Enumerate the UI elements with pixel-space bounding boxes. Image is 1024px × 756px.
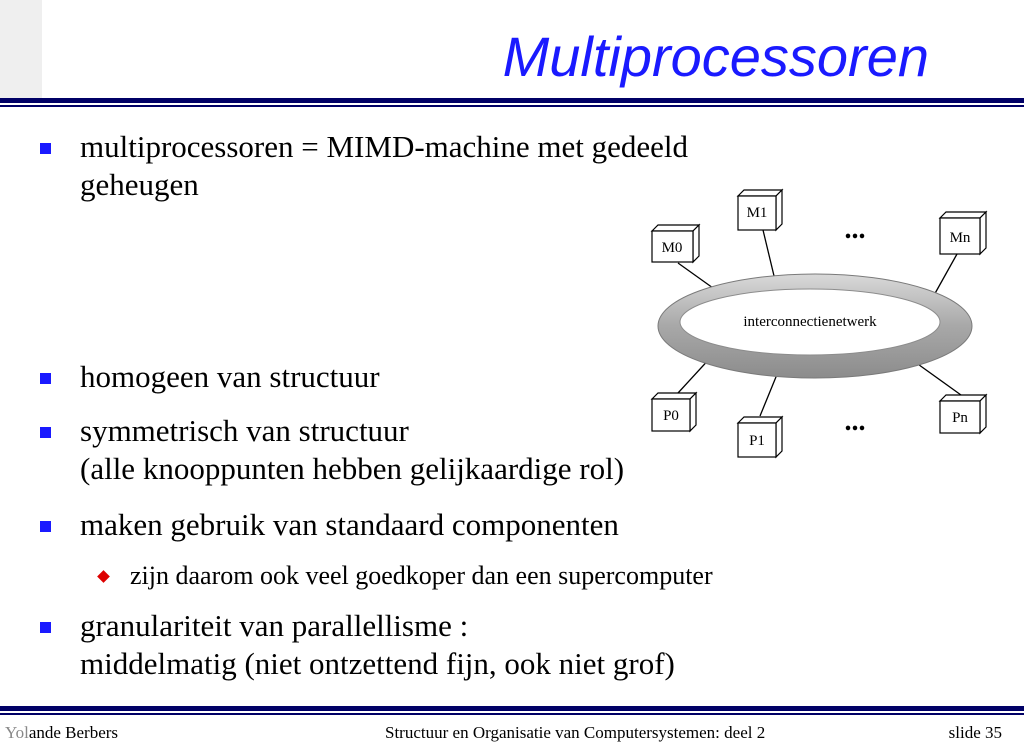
bullet-square-icon [40,521,51,532]
bullet-line: middelmatig (niet ontzettend fijn, ook n… [80,646,675,681]
processor-box-p0: P0 [650,391,698,433]
bullet-line: (alle knooppunten hebben gelijkaardige r… [80,451,625,486]
memory-label: M1 [747,205,768,221]
processor-label: P0 [663,408,679,424]
bottom-divider-thin [0,713,1024,715]
connector-m1 [762,229,776,281]
footer-author-rest: ande Berbers [28,723,119,742]
bullet-text: multiprocessoren = MIMD-machine met gede… [80,128,688,204]
top-divider-thick [0,98,1024,103]
memory-label: M0 [662,240,683,256]
bullet-square-icon [40,427,51,438]
memory-box-m1: M1 [736,188,784,232]
diamond-bullet-icon [97,570,110,583]
footer-slide-number: slide 35 [948,723,1002,742]
top-divider [0,98,1024,108]
bottom-divider [0,706,1024,716]
processor-label: P1 [749,433,765,449]
network-label: interconnectienetwerk [743,314,877,330]
multiprocessor-diagram: interconnectienetwerk M0 M1 Mn P0 P1 [650,188,988,459]
bullet-text: homogeen van structuur [80,358,380,396]
connector-p1 [759,371,779,417]
bullet-line: maken gebruik van standaard componenten [80,507,619,542]
bullet-line: multiprocessoren = MIMD-machine met gede… [80,129,689,164]
slide-title: Multiprocessoren [502,25,929,88]
bullet-square-icon [40,143,51,154]
memory-box-m0: M0 [650,223,701,264]
bullet-square-icon [40,622,51,633]
footer-author: Yolande Berbers [5,722,118,744]
ellipsis-bottom: ... [845,406,866,437]
footer-author-prefix: Yol [5,723,29,742]
left-margin-strip [0,0,42,100]
connector-pn [914,361,962,396]
bullet-text: granulariteit van parallellisme : middel… [80,607,675,683]
footer-course: Structuur en Organisatie van Computersys… [385,723,766,742]
processor-box-pn: Pn [938,393,988,435]
bullet-text: maken gebruik van standaard componenten [80,506,619,544]
memory-box-mn: Mn [938,210,988,256]
ring-inner [679,288,941,356]
connector-mn [932,253,958,298]
processor-label: Pn [952,410,968,426]
bullet-line: geheugen [80,167,199,202]
bottom-divider-thick [0,706,1024,711]
sub-bullet-text: zijn daarom ook veel goedkoper dan een s… [130,561,713,590]
bullet-line: symmetrisch van structuur [80,413,409,448]
memory-label: Mn [950,230,971,246]
top-divider-thin [0,105,1024,107]
bullet-line: homogeen van structuur [80,359,380,394]
bullet-text: symmetrisch van structuur (alle knooppun… [80,412,624,488]
processor-box-p1: P1 [736,415,784,459]
interconnect-ring [657,273,973,379]
bullet-square-icon [40,373,51,384]
ellipsis-top: ... [845,214,866,245]
bullet-line: granulariteit van parallellisme : [80,608,469,643]
